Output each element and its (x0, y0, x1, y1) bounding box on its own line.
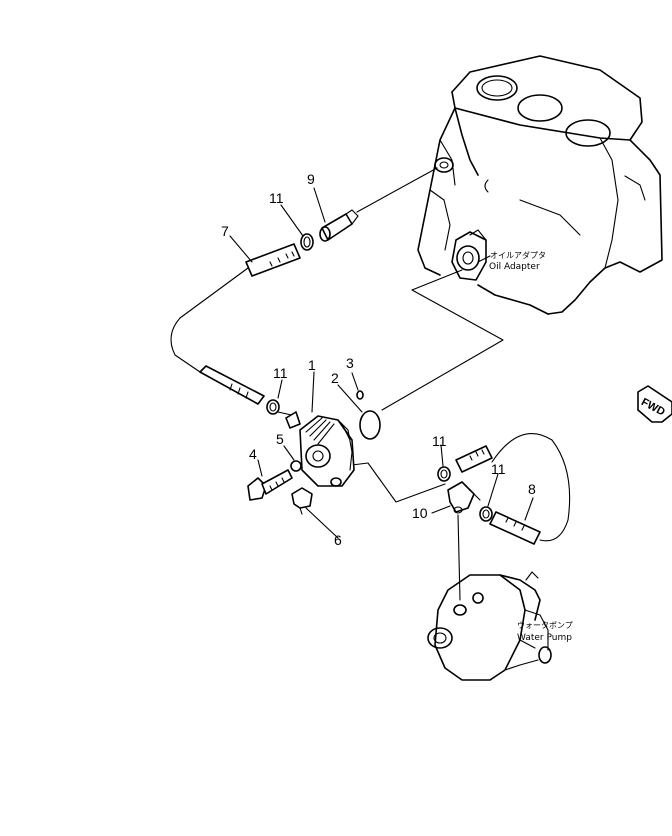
part-number-2: 2 (331, 370, 339, 386)
clamp-part-11-right-upper (437, 466, 451, 482)
part-numbers: 9 11 7 11 1 3 2 5 4 6 11 11 8 10 (221, 171, 536, 548)
part-number-4: 4 (249, 446, 257, 462)
part-number-6: 6 (334, 532, 342, 548)
water-pump-label-en: Water Pump (517, 633, 572, 643)
fwd-arrow-icon: FWD (637, 385, 672, 423)
o-ring-part-5 (290, 460, 302, 472)
part-number-9: 9 (307, 171, 315, 187)
pipe-route (170, 167, 571, 601)
clamp-part-11-top (300, 233, 314, 251)
bolt-part-4 (247, 469, 293, 501)
part-number-3: 3 (346, 355, 354, 371)
part-number-11: 11 (273, 365, 288, 381)
clamp-part-11-cooler (266, 399, 280, 415)
o-ring-part-3 (356, 390, 381, 440)
elbow-part-6 (291, 487, 313, 515)
oil-adapter-label-jp: オイルアダプタ (490, 250, 546, 260)
part-number-1: 1 (308, 357, 316, 373)
hose-part-7 (245, 243, 301, 277)
oil-adapter-label-en: Oil Adapter (489, 262, 540, 272)
part-number-5: 5 (276, 431, 284, 447)
part-number-10: 10 (412, 505, 428, 521)
part-number-11: 11 (269, 190, 284, 206)
clamp-part-11-right-lower (479, 506, 493, 522)
part-number-11: 11 (491, 461, 506, 477)
water-pump-label-jp: ウォータポンプ (517, 621, 573, 630)
part-number-11: 11 (432, 433, 447, 449)
component-labels: オイルアダプタ Oil Adapter ウォータポンプ Water Pump (489, 250, 573, 643)
hose-lower-left (199, 365, 265, 405)
fitting-part-9 (319, 209, 359, 242)
engine-block (417, 55, 663, 315)
part-number-8: 8 (528, 481, 536, 497)
oil-cooler-part-1 (277, 411, 355, 487)
part-number-7: 7 (221, 223, 229, 239)
water-pump (427, 571, 552, 681)
elbow-part-10 (447, 481, 481, 514)
leader-lines (229, 187, 534, 539)
hose-right-upper (455, 445, 493, 473)
hose-part-8 (489, 511, 541, 545)
